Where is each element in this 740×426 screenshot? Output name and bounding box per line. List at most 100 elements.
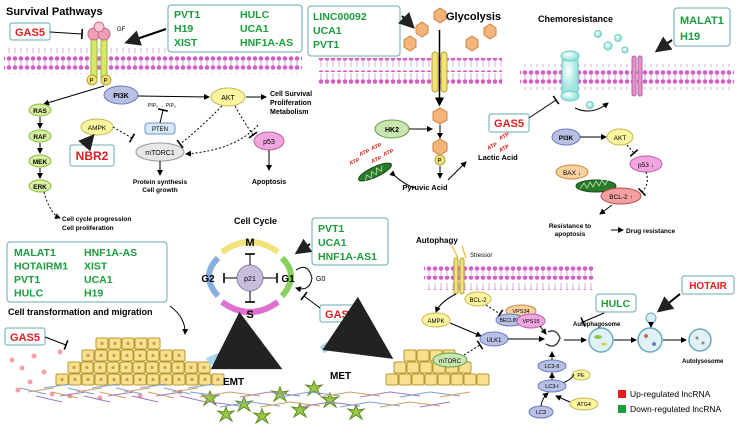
lnc-list-autophagy: HULC bbox=[601, 298, 631, 310]
atp-label-3: ATP bbox=[383, 149, 395, 158]
vps15-node bbox=[516, 313, 546, 329]
cell-nucleus bbox=[60, 377, 64, 382]
epithelial-cell bbox=[419, 361, 433, 374]
ecm-fiber bbox=[389, 391, 421, 397]
legend-up: Up-regulated lncRNA bbox=[630, 389, 711, 399]
cell-nucleus bbox=[189, 365, 193, 370]
cell-nucleus bbox=[125, 377, 129, 382]
drug-resistance-label: Drug resistance bbox=[626, 228, 676, 235]
ecm-fiber bbox=[189, 391, 221, 397]
mesenchymal-cell bbox=[304, 379, 324, 397]
akt-node bbox=[210, 87, 246, 107]
raf-label: RAF bbox=[33, 134, 46, 141]
cell-nucleus bbox=[98, 365, 102, 370]
ecm-fiber bbox=[379, 401, 411, 408]
ecm-fiber bbox=[439, 391, 471, 398]
lnc-box-transform bbox=[6, 241, 168, 303]
ecm-fiber bbox=[319, 391, 351, 398]
ecm-fiber bbox=[123, 387, 151, 393]
res-apop-1: apoptosis bbox=[555, 231, 586, 238]
atp-label-0: ATP bbox=[349, 158, 361, 167]
g6p-hexagon bbox=[432, 138, 448, 156]
cell-nucleus bbox=[176, 365, 180, 370]
pe-node bbox=[571, 369, 591, 381]
gas5-survival: GAS5 bbox=[15, 27, 45, 39]
cell-nucleus bbox=[73, 377, 77, 382]
cc-prog-0: Cell cycle progression bbox=[62, 216, 131, 223]
ecm-fiber bbox=[339, 401, 371, 408]
atg4-label: ATG4 bbox=[577, 402, 591, 408]
phase-s: S bbox=[246, 309, 253, 321]
ulk1-label: ULK1 bbox=[486, 338, 502, 344]
cell-nucleus bbox=[177, 377, 181, 382]
cell-nucleus bbox=[99, 353, 103, 358]
lnc-glycolysis-2: PVT1 bbox=[313, 39, 339, 51]
erk-label: ERK bbox=[33, 184, 47, 191]
gas5-inhibit-line bbox=[49, 28, 84, 40]
mtorc1-label: mTORC1 bbox=[145, 150, 175, 157]
cell-nucleus bbox=[152, 341, 156, 346]
lnc-box-autophagy bbox=[595, 293, 637, 313]
membrane-glyco-top bbox=[318, 58, 502, 72]
ecm-fiber bbox=[409, 401, 441, 407]
ecm-fiber bbox=[429, 391, 461, 397]
lnc-survival-0: PVT1 bbox=[174, 9, 200, 21]
atp-label-6: ATP bbox=[486, 142, 498, 152]
ras-cascade bbox=[28, 103, 52, 193]
hk2-label: HK2 bbox=[385, 127, 399, 134]
ecm-fiber bbox=[369, 401, 401, 407]
mesenchymal-cell bbox=[346, 403, 366, 421]
p-label-1: P bbox=[90, 79, 94, 85]
ecm-fiber bbox=[269, 391, 301, 397]
ecm-fiber bbox=[27, 387, 55, 393]
lnc-transform-7: H19 bbox=[84, 288, 103, 300]
title-chemo: Chemoresistance bbox=[538, 14, 613, 24]
membrane-chemo-top bbox=[520, 64, 734, 78]
cell-nucleus bbox=[100, 341, 104, 346]
epithelial-cell bbox=[393, 361, 407, 374]
ecm-dot bbox=[41, 369, 47, 375]
auto-ampk-node bbox=[421, 312, 451, 328]
chemo-p53-label: p53 ↓ bbox=[638, 162, 654, 169]
mesenchymal-cells bbox=[189, 349, 490, 425]
ecm-fiber bbox=[239, 391, 271, 398]
auto-ampk-label: AMPK bbox=[427, 319, 444, 325]
receptor-icon bbox=[86, 21, 112, 86]
ecm-fiber bbox=[107, 391, 135, 397]
auto-bcl2-label: BCL-2 bbox=[469, 298, 487, 304]
ecm-dot bbox=[57, 349, 63, 355]
ecm-fiber bbox=[35, 395, 63, 403]
cell-nucleus bbox=[86, 353, 90, 358]
ecm-fiber bbox=[349, 391, 381, 397]
atp-label-4: ATP bbox=[371, 156, 383, 165]
ecm-dot bbox=[9, 357, 15, 363]
ecm-fiber bbox=[91, 383, 119, 389]
epithelial-cell bbox=[450, 373, 464, 386]
ecm-fiber bbox=[329, 401, 361, 407]
epithelial-cell bbox=[385, 373, 399, 386]
ecm-fiber bbox=[171, 387, 199, 393]
protein-1: Cell growth bbox=[142, 187, 177, 194]
pi3k-node bbox=[103, 85, 139, 105]
survival-out-1: Proliferation bbox=[270, 100, 311, 107]
title-transform: Cell transformation and migration bbox=[8, 307, 153, 317]
auto-mtorc-label: mTORC bbox=[439, 359, 462, 365]
ecm-fiber bbox=[289, 401, 321, 407]
g0-loop bbox=[295, 266, 313, 293]
lnc-transform-6: HULC bbox=[14, 288, 44, 300]
emt-label: EMT bbox=[223, 377, 244, 388]
ecm-fiber bbox=[299, 401, 331, 408]
cell-nucleus bbox=[164, 353, 168, 358]
autophagosome-icons bbox=[545, 312, 712, 353]
drug-pump-icon bbox=[560, 30, 643, 112]
ecm-fiber bbox=[187, 383, 215, 389]
lnc-cellcycle-1: UCA1 bbox=[318, 237, 347, 249]
ecm-fiber bbox=[219, 401, 251, 408]
atp-label-7: ATP bbox=[498, 144, 510, 154]
cell-nucleus bbox=[72, 365, 76, 370]
